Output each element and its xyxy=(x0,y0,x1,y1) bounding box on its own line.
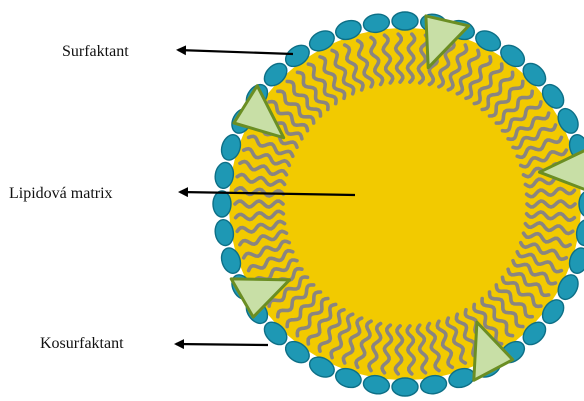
surfactant-head xyxy=(392,12,418,30)
cosurfactant-arrow xyxy=(176,344,268,345)
surfactant-head xyxy=(392,378,418,396)
surfactant-head xyxy=(213,191,231,217)
surfactant-arrow xyxy=(178,50,293,54)
surfactant-label: Surfaktant xyxy=(62,44,129,60)
cosurfactant-label: Kosurfaktant xyxy=(40,336,124,352)
lipid-matrix-label: Lipidová matrix xyxy=(9,186,113,202)
lipid-matrix-core xyxy=(285,84,525,324)
